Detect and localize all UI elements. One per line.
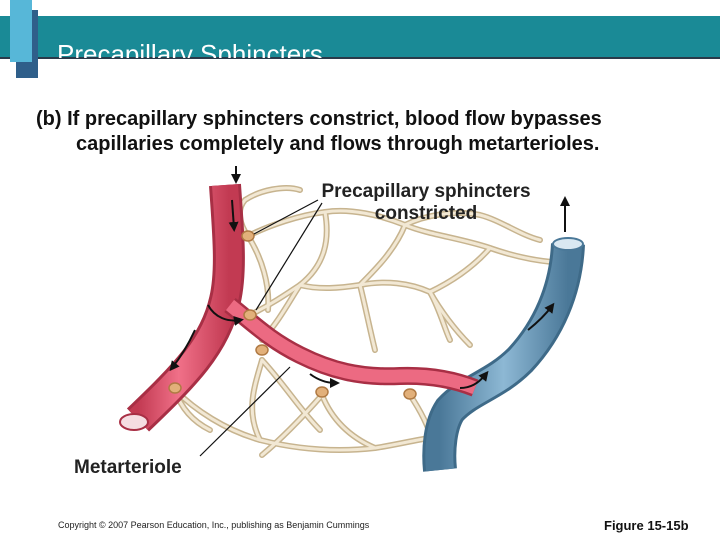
label-sphincters-line-1: Precapillary sphincters: [298, 181, 554, 203]
copyright-text: Copyright © 2007 Pearson Education, Inc.…: [58, 520, 369, 530]
label-sphincters-line-2: constricted: [298, 203, 554, 225]
figure-reference: Figure 15-15b: [604, 518, 689, 533]
label-sphincters: Precapillary sphincters constricted: [298, 181, 554, 225]
label-metarteriole: Metarteriole: [74, 457, 182, 479]
